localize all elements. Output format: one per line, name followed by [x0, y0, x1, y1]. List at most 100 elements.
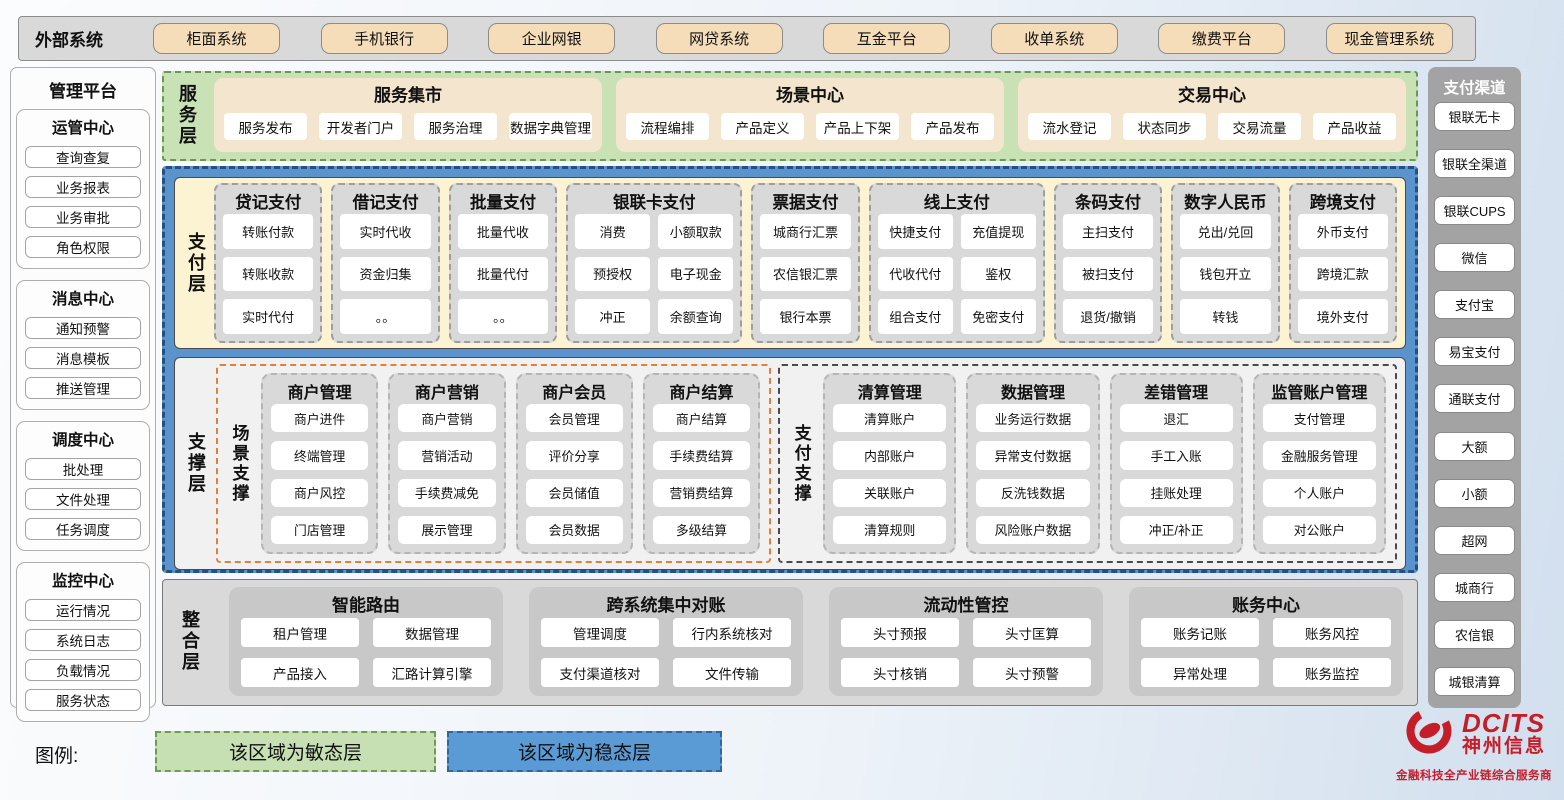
payment-item-box: 转钱 [1180, 299, 1271, 334]
payment-channel-box: 超网 [1434, 525, 1515, 555]
integration-group-items: 账务记账 账务风控 异常处理 账务监控 [1141, 618, 1391, 687]
payment-item-box: 余额查询 [658, 299, 734, 334]
management-section: 监控中心 运行情况 系统日志 负载情况 服务状态 [16, 562, 150, 722]
support-layer: 支撑层 场景支撑 商户管理 商户进件 终端管理 商户风控 门店管理 [174, 357, 1406, 570]
scene-support-group-title: 商户会员 [542, 385, 607, 402]
payment-channel-box: 城商行 [1434, 572, 1515, 602]
payment-group: 批量支付 批量代收 批量代付 。。 [448, 183, 558, 343]
service-group-items: 服务发布 开发者门户 服务治理 数据字典管理 [224, 107, 592, 146]
payment-support-item-box: 业务运行数据 [976, 404, 1090, 433]
integration-item-box: 头寸预警 [973, 658, 1091, 687]
service-item-box: 流程编排 [626, 113, 709, 140]
integration-item-box: 数据管理 [373, 618, 491, 647]
payment-group-title: 贷记支付 [235, 194, 302, 212]
payment-support-item-box: 清算规则 [833, 515, 947, 544]
payment-group-items: 主扫支付 被扫支付 退货/撤销 [1062, 214, 1154, 334]
payment-support-item-box: 挂账处理 [1119, 478, 1233, 507]
payment-channel-box: 通联支付 [1434, 384, 1515, 414]
management-section-title: 监控中心 [51, 573, 114, 590]
payment-group-title: 批量支付 [469, 194, 536, 212]
payment-group: 跨境支付 外币支付 跨境汇款 境外支付 [1288, 183, 1397, 343]
payment-item-box: 预授权 [575, 256, 651, 292]
payment-group-title: 跨境支付 [1309, 194, 1376, 212]
scene-support-item-box: 手续费结算 [652, 441, 751, 470]
payment-group: 条码支付 主扫支付 被扫支付 退货/撤销 [1053, 183, 1163, 343]
payment-channels-title: 支付渠道 [1443, 80, 1506, 97]
integration-group-title: 流动性管控 [923, 596, 1009, 615]
payment-support-item-box: 个人账户 [1262, 478, 1376, 507]
service-group-title: 交易中心 [1178, 86, 1246, 105]
integration-item-box: 产品接入 [241, 658, 359, 687]
scene-support-item-box: 门店管理 [271, 515, 369, 544]
scene-support-item-box: 展示管理 [398, 515, 496, 544]
payment-item-box: 钱包开立 [1180, 256, 1271, 292]
payment-group-items: 转账付款 转账收款 实时代付 [223, 214, 314, 334]
scene-support-group-title: 商户结算 [669, 385, 734, 402]
integration-group: 账务中心 账务记账 账务风控 异常处理 账务监控 [1129, 587, 1403, 696]
scene-support-item-box: 会员储值 [525, 478, 623, 507]
payment-item-box: 批量代付 [457, 256, 549, 292]
scene-support-group: 商户结算 商户结算 手续费结算 营销费结算 多级结算 [642, 373, 761, 554]
payment-support-group-title: 差错管理 [1144, 385, 1209, 402]
payment-support-item-box: 金融服务管理 [1262, 441, 1376, 470]
payment-support-group-items: 支付管理 金融服务管理 个人账户 对公账户 [1262, 404, 1376, 544]
service-item-box: 数据字典管理 [509, 113, 592, 140]
management-item-box: 消息模板 [25, 347, 141, 369]
payment-item-box: 批量代收 [457, 214, 549, 249]
management-item-box: 负载情况 [25, 659, 141, 681]
management-section-title: 调度中心 [51, 432, 114, 449]
payment-support-label: 支付支撑 [791, 423, 811, 504]
payment-item-box: 组合支付 [877, 299, 953, 334]
payment-group-items: 快捷支付 充值提现 代收代付 鉴权 组合支付 免密支付 [877, 214, 1036, 334]
payment-group-title: 数字人民币 [1184, 194, 1267, 212]
payment-support-item-box: 支付管理 [1262, 404, 1376, 433]
legend-stable-swatch: 该区域为稳态层 [447, 731, 722, 772]
payment-support-group-items: 退汇 手工入账 挂账处理 冲正/补正 [1119, 404, 1233, 544]
scene-support-group: 商户管理 商户进件 终端管理 商户风控 门店管理 [261, 373, 379, 554]
management-item-box: 运行情况 [25, 599, 141, 621]
payment-item-box: 冲正 [575, 299, 651, 334]
service-item-box: 流水登记 [1028, 113, 1111, 140]
service-item-box: 状态同步 [1123, 113, 1206, 140]
integration-group-title: 账务中心 [1232, 596, 1300, 615]
scene-support-item-box: 会员管理 [525, 404, 623, 433]
payment-support-item-box: 清算账户 [833, 404, 947, 433]
integration-item-box: 汇路计算引擎 [373, 658, 491, 687]
management-platform-panel: 管理平台 运管中心 查询查复 业务报表 业务审批 角色权限 消息中心 通知预警 … [10, 67, 156, 722]
integration-group: 跨系统集中对账 管理调度 行内系统核对 支付渠道核对 文件传输 [529, 587, 803, 696]
management-section: 调度中心 批处理 文件处理 任务调度 [16, 421, 150, 551]
service-group: 服务集市 服务发布 开发者门户 服务治理 数据字典管理 [214, 78, 602, 152]
external-system-box: 网贷系统 [655, 23, 783, 54]
payment-support-group: 监管账户管理 支付管理 金融服务管理 个人账户 对公账户 [1252, 373, 1386, 554]
external-systems-label: 外部系统 [35, 31, 103, 50]
payment-group: 银联卡支付 消费 小额取款 预授权 电子现金 冲正 余 [566, 183, 743, 343]
scene-support-label: 场景支撑 [229, 423, 249, 504]
scene-support-item-box: 终端管理 [271, 441, 369, 470]
service-group-items: 流程编排 产品定义 产品上下架 产品发布 [626, 107, 994, 146]
payment-channel-box: 银联CUPS [1434, 196, 1515, 226]
payment-item-box: 资金归集 [340, 256, 431, 292]
payment-support-group-items: 业务运行数据 异常支付数据 反洗钱数据 风险账户数据 [976, 404, 1090, 544]
external-system-box: 互金平台 [823, 23, 951, 54]
service-item-box: 产品定义 [721, 113, 804, 140]
scene-support-item-box: 多级结算 [652, 515, 751, 544]
payment-item-box: 快捷支付 [877, 214, 953, 249]
management-item-box: 推送管理 [25, 377, 141, 399]
payment-group: 票据支付 城商行汇票 农信银汇票 银行本票 [751, 183, 860, 343]
integration-item-box: 异常处理 [1141, 658, 1259, 687]
integration-layer: 整合层 智能路由 租户管理 数据管理 产品接入 汇路计算引擎 跨系统集中对账 管… [162, 579, 1418, 706]
payment-item-box: 充值提现 [960, 214, 1036, 249]
payment-support-box: 支付支撑 清算管理 清算账户 内部账户 关联账户 清算规则 [778, 364, 1397, 563]
payment-support-item-box: 冲正/补正 [1119, 515, 1233, 544]
payment-channel-box: 小额 [1434, 478, 1515, 508]
service-group-items: 流水登记 状态同步 交易流量 产品收益 [1028, 107, 1396, 146]
integration-item-box: 行内系统核对 [673, 618, 791, 647]
scene-support-box: 场景支撑 商户管理 商户进件 终端管理 商户风控 门店管理 [216, 364, 772, 563]
payment-support-group: 清算管理 清算账户 内部账户 关联账户 清算规则 [823, 373, 957, 554]
payment-channel-box: 易宝支付 [1434, 337, 1515, 367]
payment-support-item-box: 对公账户 [1262, 515, 1376, 544]
payment-item-box: 转账收款 [223, 256, 314, 292]
management-section: 消息中心 通知预警 消息模板 推送管理 [16, 280, 150, 410]
payment-channel-box: 城银清算 [1434, 666, 1515, 696]
external-system-box: 现金管理系统 [1325, 23, 1453, 54]
